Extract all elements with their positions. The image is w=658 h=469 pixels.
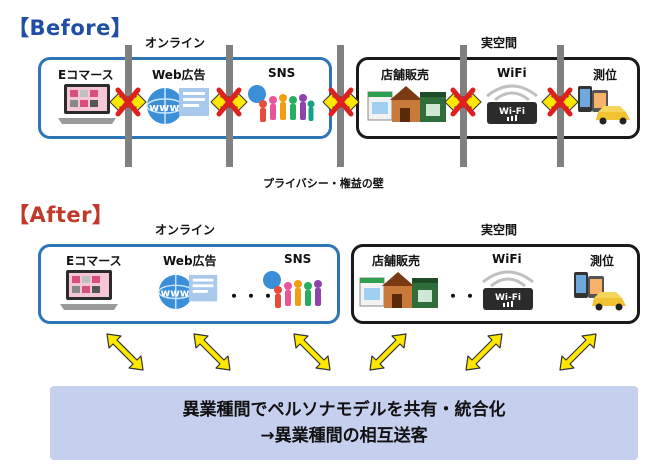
store-building-icon bbox=[367, 86, 446, 122]
privacy-wall-label: プライバシー・権益の壁 bbox=[263, 177, 384, 190]
ecommerce-laptop-icon bbox=[60, 270, 118, 310]
www-text: www bbox=[161, 288, 190, 300]
result-box: 異業種間でペルソナモデルを共有・統合化 →異業種間の相互送客 bbox=[50, 386, 638, 460]
before-label-webad: Web広告 bbox=[152, 68, 206, 82]
after-label-sns: SNS bbox=[284, 252, 312, 266]
sns-people-icon bbox=[248, 85, 315, 122]
exchange-arrow-4 bbox=[369, 333, 407, 371]
before-online-label: オンライン bbox=[145, 36, 206, 50]
before-real-label: 実空間 bbox=[481, 36, 518, 50]
wifi-screen-text: Wi-Fi bbox=[499, 107, 525, 117]
exchange-arrow-3 bbox=[293, 333, 331, 371]
blocked-arrow-1 bbox=[109, 87, 147, 117]
result-line-1: 異業種間でペルソナモデルを共有・統合化 bbox=[182, 400, 506, 420]
after-label-wifi: WiFi bbox=[492, 252, 522, 266]
blocked-arrow-3 bbox=[322, 87, 360, 117]
exchange-arrow-2 bbox=[193, 333, 231, 371]
after-label-ecommerce: Eコマース bbox=[66, 254, 122, 268]
before-title: 【Before】 bbox=[8, 16, 133, 40]
wifi-router-icon: Wi-Fi bbox=[486, 84, 538, 124]
after-real-label: 実空間 bbox=[481, 223, 518, 237]
blocked-arrow-5 bbox=[541, 87, 579, 117]
positioning-devices-icon bbox=[574, 272, 626, 311]
after-label-positioning: 測位 bbox=[590, 254, 615, 268]
positioning-devices-icon bbox=[578, 86, 630, 125]
ecommerce-laptop-icon bbox=[58, 84, 116, 124]
after-title: 【After】 bbox=[8, 203, 114, 227]
store-building-icon bbox=[359, 272, 438, 308]
exchange-arrow-1 bbox=[106, 333, 144, 371]
after-label-store: 店舗販売 bbox=[372, 254, 421, 268]
before-label-store: 店舗販売 bbox=[381, 68, 430, 82]
www-text: www bbox=[149, 101, 180, 114]
after-label-webad: Web広告 bbox=[163, 254, 217, 268]
wifi-router-icon: Wi-Fi bbox=[482, 270, 534, 310]
web-ad-globe-icon: www bbox=[146, 88, 209, 124]
after-online-label: オンライン bbox=[155, 223, 216, 237]
sns-people-icon bbox=[263, 271, 322, 308]
before-label-wifi: WiFi bbox=[497, 66, 527, 80]
wifi-screen-text: Wi-Fi bbox=[495, 293, 521, 303]
web-ad-globe-icon: www bbox=[158, 274, 218, 309]
before-label-ecommerce: Eコマース bbox=[58, 68, 114, 82]
exchange-arrow-5 bbox=[465, 333, 503, 371]
after-real-ellipsis: ・・・ bbox=[445, 287, 497, 306]
exchange-arrow-6 bbox=[559, 333, 597, 371]
result-line-2: →異業種間の相互送客 bbox=[260, 426, 428, 446]
after-online-ellipsis: ・・・ bbox=[226, 287, 278, 306]
blocked-arrow-4 bbox=[444, 87, 482, 117]
before-label-sns: SNS bbox=[268, 66, 296, 80]
blocked-arrow-2 bbox=[210, 87, 248, 117]
before-label-positioning: 測位 bbox=[593, 68, 618, 82]
